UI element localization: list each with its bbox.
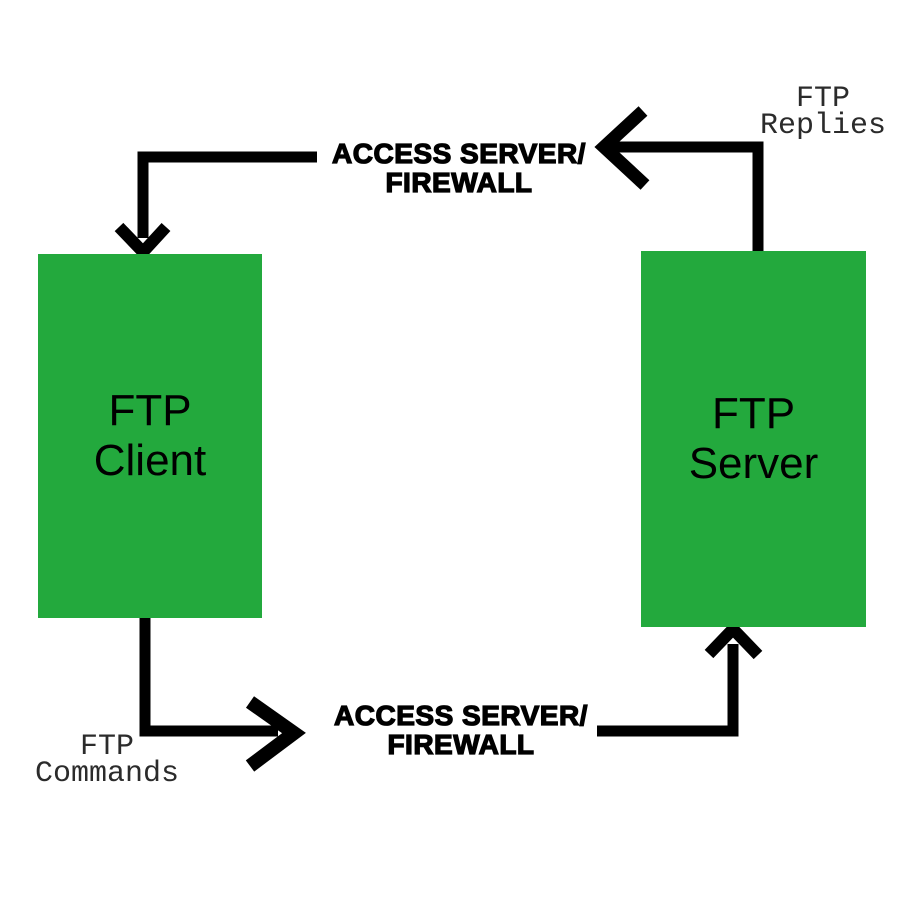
ftp-client-label-line1: FTP bbox=[108, 386, 192, 435]
replies-arrow bbox=[594, 106, 764, 251]
bottom-firewall-label: ACCESS SERVER/ FIREWALL bbox=[333, 700, 588, 760]
ftp-client-label: FTP Client bbox=[94, 386, 207, 486]
ftp-server-label-line1: FTP bbox=[711, 389, 796, 438]
top-firewall-label-line2: FIREWALL bbox=[385, 167, 533, 198]
bottom-firewall-label-line2: FIREWALL bbox=[387, 729, 535, 760]
ftp-server-node: FTP Server bbox=[641, 251, 866, 627]
ftp-server-label-line2: Server bbox=[688, 439, 819, 488]
replies-to-client-arrow bbox=[114, 151, 317, 261]
ftp-replies-annotation-line1: FTP bbox=[795, 82, 850, 116]
ftp-replies-annotation: FTP Replies bbox=[759, 82, 887, 143]
top-firewall-label: ACCESS SERVER/ FIREWALL bbox=[331, 138, 586, 198]
ftp-replies-annotation-line2: Replies bbox=[759, 109, 887, 143]
ftp-client-node: FTP Client bbox=[38, 254, 262, 618]
ftp-commands-annotation: FTP Commands bbox=[34, 730, 180, 791]
top-firewall-label-line1: ACCESS SERVER/ bbox=[331, 138, 586, 169]
ftp-commands-annotation-line2: Commands bbox=[34, 757, 180, 791]
ftp-commands-annotation-line1: FTP bbox=[79, 730, 134, 764]
ftp-client-label-line2: Client bbox=[93, 436, 207, 485]
ftp-server-label: FTP Server bbox=[689, 389, 819, 489]
commands-arrow bbox=[139, 618, 306, 772]
commands-to-server-arrow bbox=[597, 620, 763, 737]
bottom-firewall-label-line1: ACCESS SERVER/ bbox=[333, 700, 588, 731]
